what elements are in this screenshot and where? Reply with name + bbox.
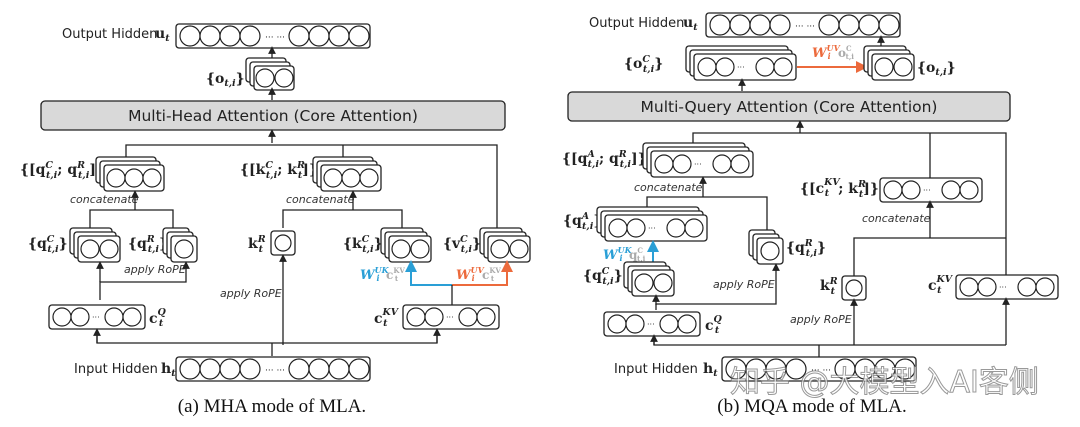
caption-b: (b) MQA mode of MLA. [717, 396, 906, 417]
kc-stack [380, 227, 432, 263]
o-ti-label-b: {ot,i} [917, 60, 956, 78]
output-hidden-label-b: Output Hidden [589, 16, 684, 31]
svg-text:··· ···: ··· ··· [811, 366, 831, 376]
concatenate-label-k: concatenate [286, 193, 355, 206]
svg-text:··· ···: ··· ··· [265, 366, 285, 376]
svg-text:···: ··· [648, 224, 656, 233]
ckv-vector-b: ··· [955, 274, 1059, 300]
output-hidden-vector: ··· ··· [175, 23, 371, 49]
svg-text:··· ···: ··· ··· [265, 33, 285, 43]
input-hidden-label: Input Hidden [74, 362, 158, 377]
qr-stack [162, 227, 198, 263]
k-concat-stack [312, 156, 382, 192]
watermark: 知乎 @大模型入AI客侧 [730, 365, 1039, 400]
uk-projection-path [405, 260, 452, 286]
kr-vector-b [841, 275, 867, 301]
svg-text:···: ··· [647, 320, 655, 329]
uv-projection-path [452, 260, 513, 286]
svg-text:···: ··· [92, 313, 100, 322]
caption-a: (a) MHA mode of MLA. [178, 396, 366, 417]
svg-text:··· ···: ··· ··· [795, 22, 815, 32]
qa-concat-stack: ··· [642, 142, 754, 178]
ckv-kr-concat-vector: ··· [879, 177, 983, 203]
svg-text:···: ··· [446, 313, 454, 322]
svg-text:qCt,i: qCt,i [629, 246, 646, 263]
concatenate-label-qa: concatenate [634, 181, 703, 194]
output-hidden-vector-b: ··· ··· [705, 12, 901, 38]
multi-query-attention-label: Multi-Query Attention (Core Attention) [641, 98, 938, 116]
oc-stack: ··· [685, 45, 797, 81]
ckv-vector: ··· [402, 304, 500, 330]
cq-vector-b: ··· [603, 311, 701, 337]
qr-stack-b [748, 229, 784, 265]
apply-rope-label-q: apply RoPE [124, 263, 186, 276]
svg-text:ht: ht [703, 361, 718, 379]
qr-label: {qRt,i} [128, 234, 168, 255]
concatenate-label-q: concatenate [70, 193, 139, 206]
apply-rope-label-kb: apply RoPE [790, 313, 852, 326]
kr-vector [270, 230, 296, 256]
qa-stack: ··· [596, 206, 708, 242]
svg-text:oCt,i: oCt,i [838, 44, 854, 61]
svg-text:···: ··· [999, 283, 1007, 292]
o-ti-label: {ot,i} [206, 71, 245, 89]
q-concat-label: {[qCt,i; qRt,i]} [20, 160, 105, 181]
qc-stack-b [623, 261, 675, 297]
o-ti-stack-b [863, 45, 915, 81]
svg-text:···: ··· [923, 186, 931, 195]
apply-rope-label-qb: apply RoPE [713, 278, 775, 291]
input-hidden-label-b: Input Hidden [614, 362, 698, 377]
input-hidden-vector-b: ··· ··· [721, 356, 917, 382]
vc-stack [479, 227, 531, 263]
svg-text:ut: ut [683, 15, 698, 33]
svg-text:···: ··· [694, 160, 702, 169]
output-hidden-symbol: ut [155, 26, 170, 44]
multi-head-attention-label: Multi-Head Attention (Core Attention) [128, 107, 418, 125]
cq-vector: ··· [48, 304, 146, 330]
output-hidden-label: Output Hidden [62, 27, 157, 42]
concatenate-label-ckv: concatenate [862, 212, 931, 225]
input-hidden-vector: ··· ··· [175, 356, 371, 382]
input-hidden-symbol: ht [161, 361, 176, 379]
svg-text:···: ··· [737, 63, 745, 72]
panel-a-mha: Output Hidden ut ··· ··· {ot,i} Multi-He… [20, 23, 531, 417]
apply-rope-label-k: apply RoPE [220, 287, 282, 300]
o-ti-stack [245, 57, 295, 91]
multi-query-attention-block [567, 91, 1011, 122]
q-concat-stack [95, 156, 165, 192]
qc-stack [69, 227, 121, 263]
